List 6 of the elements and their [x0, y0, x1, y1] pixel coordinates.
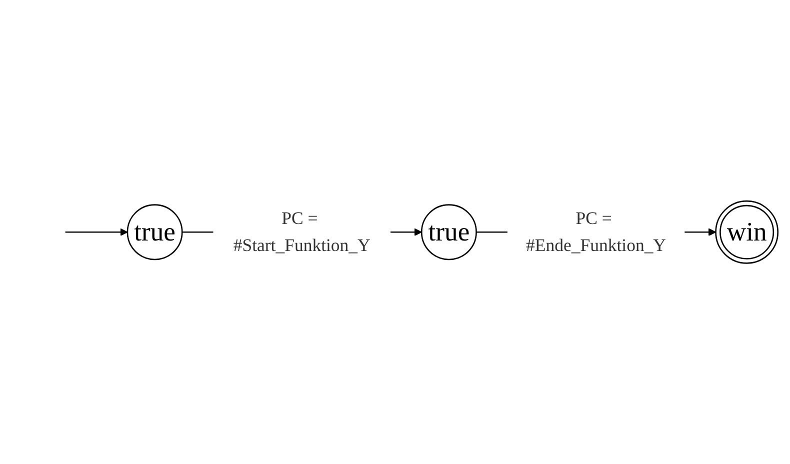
- node-circle: true: [420, 204, 477, 260]
- edge-label: PC = #Ende_Funktion_Y: [526, 208, 666, 256]
- node-circle: win: [715, 200, 779, 264]
- edge-label: PC = #Start_Funktion_Y: [233, 208, 370, 256]
- arrow: [65, 228, 128, 236]
- node-circle: true: [126, 204, 183, 260]
